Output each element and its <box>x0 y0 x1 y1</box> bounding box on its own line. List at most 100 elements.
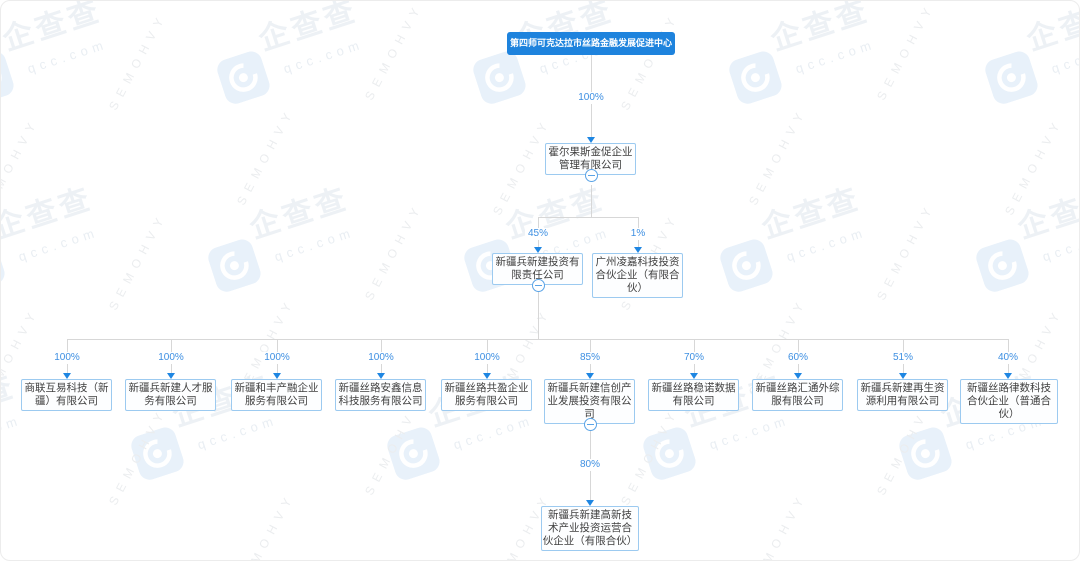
watermark-letters: SEMOHVY <box>618 9 682 113</box>
watermark-domain-text: qcc.com <box>0 412 24 453</box>
watermark-brand-text: 企查查 <box>245 182 354 245</box>
watermark-letters: SEMOHVY <box>0 114 42 218</box>
watermark-letters: SEMOHVY <box>234 489 298 561</box>
node-gaoxin-jishu[interactable]: 新疆兵新建高新技 术产业投资运营合 伙企业（有限合伙） <box>541 506 639 551</box>
node-root-promotion-center[interactable]: 第四师可克达拉市丝路金融发展促进中心 <box>507 32 675 55</box>
arrow-down-icon <box>273 373 281 379</box>
collapse-minus-icon[interactable] <box>583 417 597 431</box>
connector-line-v <box>590 185 592 217</box>
arrow-down-icon <box>63 373 71 379</box>
qcc-logo-icon <box>470 49 528 107</box>
watermark-domain-text: qcc.com <box>1049 36 1080 77</box>
watermark-brand-text: 企查查 <box>0 0 107 57</box>
equity-percent-label: 100% <box>575 92 607 104</box>
node-zaisheng-ziyuan[interactable]: 新疆兵新建再生资 源利用有限公司 <box>857 379 948 411</box>
arrow-down-icon <box>167 373 175 379</box>
watermark-letters: SEMOHVY <box>106 9 170 113</box>
watermark-domain-text: qcc.com <box>195 412 280 453</box>
node-wennuo-shuju[interactable]: 新疆丝路稳诺数据 有限公司 <box>648 379 739 411</box>
qcc-logo-icon <box>726 49 784 107</box>
node-xinchuang-chanye[interactable]: 新疆兵新建信创产 业发展投资有限公 司 <box>544 379 635 424</box>
watermark-letters: SEMOHVY <box>874 199 938 303</box>
watermark-letters: SEMOHVY <box>874 0 938 103</box>
watermark-domain-text: qcc.com <box>451 412 536 453</box>
qcc-logo-icon <box>384 425 442 483</box>
watermark-letters: SEMOHVY <box>362 0 426 103</box>
arrow-down-icon <box>634 247 642 253</box>
watermark-brand-text: 企查查 <box>0 182 98 245</box>
node-gongying-qiye[interactable]: 新疆丝路共盈企业 服务有限公司 <box>441 379 532 411</box>
connector-line-h <box>67 339 1008 340</box>
node-hefeng-chanrong[interactable]: 新疆和丰产融企业 服务有限公司 <box>231 379 322 411</box>
arrow-down-icon <box>587 137 595 143</box>
qcc-logo-icon <box>128 425 186 483</box>
watermark-domain-text: qcc.com <box>281 36 366 77</box>
equity-percent-label: 60% <box>784 352 812 364</box>
watermark-domain-text: qcc.com <box>784 224 869 265</box>
equity-percent-label: 100% <box>51 352 83 364</box>
watermark-brand-text: 企查查 <box>254 0 363 57</box>
watermark-letters: SEMOHVY <box>234 104 298 208</box>
connector-line-h <box>538 217 638 218</box>
qcc-logo-icon <box>214 49 272 107</box>
watermark-letters: SEMOHVY <box>1002 114 1066 218</box>
watermark-brand-text: 企查查 <box>1013 182 1080 245</box>
arrow-down-icon <box>483 373 491 379</box>
arrow-down-icon <box>690 373 698 379</box>
node-lvshu-keji[interactable]: 新疆丝路律数科技 合伙企业（普通合 伙） <box>960 379 1058 424</box>
watermark-brand-text: 企查查 <box>0 370 21 433</box>
arrow-down-icon <box>1004 373 1012 379</box>
equity-percent-label: 51% <box>889 352 917 364</box>
connector-line-v <box>537 292 539 339</box>
watermark-letters: SEMOHVY <box>106 404 170 508</box>
equity-percent-label: 70% <box>680 352 708 364</box>
arrow-down-icon <box>534 247 542 253</box>
watermark-brand-text: 企查查 <box>501 182 610 245</box>
equity-percent-label: 100% <box>365 352 397 364</box>
collapse-minus-icon[interactable] <box>531 278 545 292</box>
qcc-logo-icon <box>1 49 16 107</box>
node-shanglian-huyi[interactable]: 商联互易科技（新 疆）有限公司 <box>21 379 112 411</box>
equity-percent-label: 80% <box>576 459 604 471</box>
qcc-logo-icon <box>1 237 7 295</box>
equity-percent-label: 1% <box>627 228 649 240</box>
watermark-letters: SEMOHVY <box>490 114 554 218</box>
arrow-down-icon <box>899 373 907 379</box>
node-guangzhou-lingjia[interactable]: 广州凌嘉科技投资 合伙企业（有限合 伙） <box>592 253 683 298</box>
node-rencai-fuwu[interactable]: 新疆兵新建人才服 务有限公司 <box>125 379 216 411</box>
qcc-logo-icon <box>640 425 698 483</box>
equity-percent-label: 100% <box>471 352 503 364</box>
watermark-domain-text: qcc.com <box>16 224 101 265</box>
equity-percent-label: 85% <box>576 352 604 364</box>
qcc-logo-icon <box>717 237 775 295</box>
watermark-domain-text: qcc.com <box>707 412 792 453</box>
watermark-domain-text: qcc.com <box>272 224 357 265</box>
watermark-letters: SEMOHVY <box>746 489 810 561</box>
watermark-brand-text: 企查查 <box>1022 0 1080 57</box>
node-jincu-management[interactable]: 霍尔果斯金促企业 管理有限公司 <box>545 143 636 175</box>
watermark-letters: SEMOHVY <box>746 104 810 208</box>
equity-percent-label: 45% <box>524 228 552 240</box>
watermark-letters: SEMOHVY <box>362 199 426 303</box>
arrow-down-icon <box>586 500 594 506</box>
collapse-minus-icon[interactable] <box>584 168 598 182</box>
node-anxin-xinxi[interactable]: 新疆丝路安鑫信息 科技服务有限公司 <box>335 379 426 411</box>
arrow-down-icon <box>377 373 385 379</box>
arrow-down-icon <box>586 373 594 379</box>
node-huitong-waizongfu[interactable]: 新疆丝路汇通外综 服有限公司 <box>752 379 843 411</box>
watermark-brand-text: 企查查 <box>766 0 875 57</box>
equity-percent-label: 40% <box>994 352 1022 364</box>
watermark-domain-text: qcc.com <box>1040 224 1080 265</box>
